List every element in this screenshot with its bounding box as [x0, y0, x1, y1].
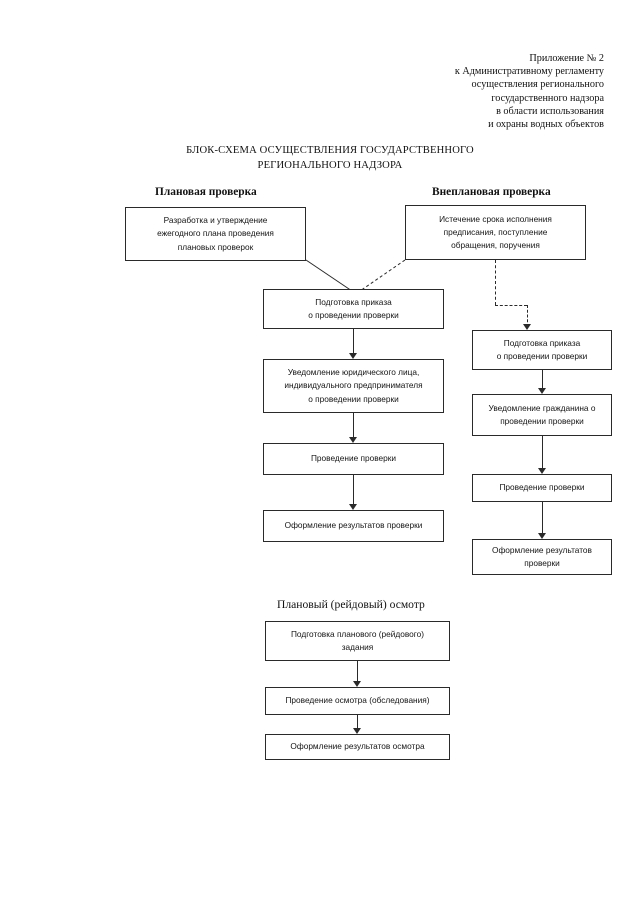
connector-right-notice-to-conduct	[542, 436, 543, 470]
arrowhead-raid-conduct	[353, 681, 361, 687]
arrowhead-center-result	[349, 504, 357, 510]
connector-center-conduct-to-result	[353, 475, 354, 506]
arrowhead-center-conduct	[349, 437, 357, 443]
box-right-conduct: Проведение проверки	[472, 474, 612, 502]
page-title-line-2: РЕГИОНАЛЬНОГО НАДЗОРА	[257, 159, 403, 171]
box-raid-task: Подготовка планового (рейдового) задания	[265, 621, 450, 661]
box-planned-start-line-2: ежегодного плана проведения	[157, 228, 274, 239]
header-line-5: в области использования	[496, 105, 604, 117]
box-unplanned-start-line-2: предписания, поступление	[443, 226, 548, 237]
header-line-6: и охраны водных объектов	[488, 119, 604, 131]
box-right-order-line-2: о проведении проверки	[496, 351, 588, 361]
connector-unplanned-into-right-dashed	[527, 305, 528, 327]
connector-unplanned-drop-dashed	[495, 260, 496, 305]
box-raid-task-line-2: задания	[341, 642, 374, 652]
box-right-notice: Уведомление гражданина о проведении пров…	[472, 394, 612, 436]
box-unplanned-start-line-3: обращения, поручения	[451, 240, 540, 251]
arrowhead-right-notice	[538, 388, 546, 394]
box-right-result-line-2: проверки	[524, 558, 560, 568]
box-planned-start-line-1: Разработка и утверждение	[163, 215, 268, 226]
box-raid-conduct: Проведение осмотра (обследования)	[265, 687, 450, 715]
box-center-result-label: Оформление результатов проверки	[284, 520, 423, 531]
box-raid-task-line-1: Подготовка планового (рейдового)	[290, 628, 425, 639]
box-planned-start-line-3: плановых проверок	[177, 241, 254, 252]
arrowhead-raid-result	[353, 728, 361, 734]
connector-center-notice-to-conduct	[353, 413, 354, 439]
box-center-order-line-1: Подготовка приказа	[315, 296, 392, 307]
connector-right-order-to-notice	[542, 370, 543, 390]
box-raid-conduct-label: Проведение осмотра (обследования)	[285, 695, 430, 706]
connector-center-order-to-notice	[353, 329, 354, 355]
box-center-order-line-2: о проведении проверки	[308, 310, 399, 320]
box-center-conduct: Проведение проверки	[263, 443, 444, 475]
box-raid-result-label: Оформление результатов осмотра	[290, 741, 425, 752]
connector-unplanned-turn-dashed	[495, 305, 527, 306]
appendix-header: Приложение № 2 к Административному регла…	[344, 52, 604, 131]
box-unplanned-start-line-1: Истечение срока исполнения	[439, 213, 552, 224]
box-planned-start: Разработка и утверждение ежегодного план…	[125, 207, 306, 261]
box-right-result: Оформление результатов проверки	[472, 539, 612, 575]
section-heading-unplanned: Внеплановая проверка	[432, 186, 551, 198]
arrowhead-center-notice	[349, 353, 357, 359]
page-title: БЛОК-СХЕМА ОСУЩЕСТВЛЕНИЯ ГОСУДАРСТВЕННОГ…	[120, 144, 540, 173]
box-right-conduct-label: Проведение проверки	[499, 482, 585, 493]
arrowhead-into-right-order	[523, 324, 531, 330]
box-right-order: Подготовка приказа о проведении проверки	[472, 330, 612, 370]
box-right-notice-line-2: проведении проверки	[500, 416, 584, 426]
box-unplanned-start: Истечение срока исполнения предписания, …	[405, 205, 586, 260]
box-right-result-line-1: Оформление результатов	[492, 544, 592, 555]
arrowhead-right-conduct	[538, 468, 546, 474]
box-right-notice-line-1: Уведомление гражданина о	[488, 402, 596, 413]
connector-right-conduct-to-result	[542, 502, 543, 535]
connector-unplanned-to-center	[359, 259, 406, 292]
header-line-4: государственного надзора	[491, 92, 604, 104]
box-center-order: Подготовка приказа о проведении проверки	[263, 289, 444, 329]
section-heading-raid: Плановый (рейдовый) осмотр	[277, 598, 425, 611]
box-center-result: Оформление результатов проверки	[263, 510, 444, 542]
arrowhead-right-result	[538, 533, 546, 539]
header-line-2: к Административному регламенту	[454, 66, 604, 78]
box-center-notice-line-3: о проведении проверки	[308, 393, 399, 404]
header-line-1: Приложение № 2	[529, 53, 604, 64]
box-right-order-line-1: Подготовка приказа	[503, 337, 581, 348]
connector-raid-task-to-conduct	[357, 661, 358, 683]
connector-raid-conduct-to-result	[357, 715, 358, 730]
box-raid-result: Оформление результатов осмотра	[265, 734, 450, 760]
box-center-notice: Уведомление юридического лица, индивидуа…	[263, 359, 444, 413]
connector-planned-to-center	[305, 259, 353, 292]
section-heading-planned: Плановая проверка	[155, 186, 257, 198]
box-center-notice-line-2: индивидуального предпринимателя	[284, 380, 423, 391]
header-line-3: осуществления регионального	[471, 79, 604, 91]
box-center-notice-line-1: Уведомление юридического лица,	[287, 367, 420, 378]
box-center-conduct-label: Проведение проверки	[310, 453, 397, 464]
page-title-line-1: БЛОК-СХЕМА ОСУЩЕСТВЛЕНИЯ ГОСУДАРСТВЕННОГ…	[186, 145, 474, 156]
